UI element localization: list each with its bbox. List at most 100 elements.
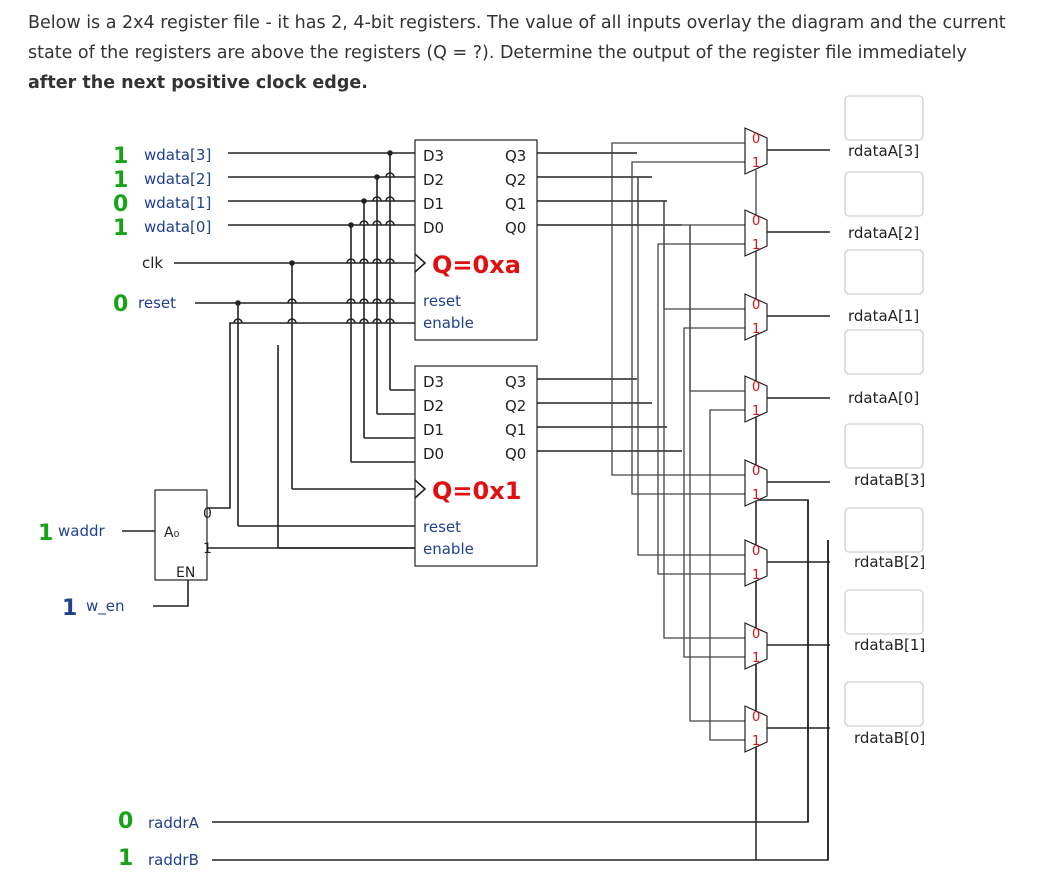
mux-in1-5: 1 xyxy=(752,568,760,583)
mux-in-b-1 xyxy=(657,243,745,403)
question-text: Below is a 2x4 register file - it has 2,… xyxy=(28,8,1018,98)
wdata-value-1: 1 xyxy=(113,168,128,193)
reg1-reset-label: reset xyxy=(423,518,461,536)
mux-in-b-7 xyxy=(709,451,745,741)
mux-in1-0: 1 xyxy=(752,156,760,171)
decoder-enable: EN xyxy=(176,565,195,581)
wire-crossing xyxy=(287,318,297,324)
mux-2 xyxy=(744,293,768,341)
junction-dot xyxy=(374,174,380,180)
wire-crossing xyxy=(385,172,395,178)
wire-crossing xyxy=(372,318,382,324)
mux-in-a-6 xyxy=(663,201,745,639)
mux-4 xyxy=(744,459,768,507)
reg1-d3: D0 xyxy=(423,445,444,463)
mux-7 xyxy=(744,705,768,753)
mux-6 xyxy=(744,622,768,670)
decoder-out0: 0 xyxy=(203,506,212,522)
wdata-label-3: wdata[0] xyxy=(144,218,211,236)
raddrB-wire xyxy=(212,540,829,861)
waddr-label: waddr xyxy=(58,522,106,540)
decoder-out1: 1 xyxy=(203,541,212,557)
mux-in-a-5 xyxy=(637,177,745,556)
mux-3 xyxy=(744,375,768,423)
waddr-value: 1 xyxy=(38,521,53,546)
junction-dot xyxy=(289,260,295,266)
mux-in1-2: 1 xyxy=(752,322,760,337)
wire-crossing xyxy=(372,258,382,264)
w_en-value: 1 xyxy=(62,596,77,621)
mux-in0-6: 0 xyxy=(752,627,760,642)
wdata-value-0: 1 xyxy=(113,144,128,169)
reg1-q3: Q0 xyxy=(505,445,526,463)
mux-in-b-2 xyxy=(683,327,745,427)
answer-box-7 xyxy=(844,681,924,727)
wdata-value-3: 1 xyxy=(113,216,128,241)
wire-crossing xyxy=(359,318,369,324)
junction-dot xyxy=(235,300,241,306)
output-label-1: rdataA[2] xyxy=(848,224,919,242)
mux-in0-4: 0 xyxy=(752,464,760,479)
wdata-label-2: wdata[1] xyxy=(144,194,211,212)
output-label-0: rdataA[3] xyxy=(848,142,919,160)
output-label-5: rdataB[2] xyxy=(854,553,925,571)
wire-crossing xyxy=(346,298,356,304)
mux-in1-4: 1 xyxy=(752,488,760,503)
question-body: Below is a 2x4 register file - it has 2,… xyxy=(28,13,1006,63)
reg0-reset-label: reset xyxy=(423,292,461,310)
wire-crossing xyxy=(372,196,382,202)
reg1-d2: D1 xyxy=(423,421,444,439)
mux-in0-0: 0 xyxy=(752,132,760,147)
decoder-block xyxy=(154,489,208,581)
decoder-input: A₀ xyxy=(164,525,180,541)
w_en-label: w_en xyxy=(86,597,125,616)
wire-crossing xyxy=(359,258,369,264)
mux-in-b-3 xyxy=(709,409,745,451)
answer-box-1 xyxy=(844,171,924,217)
reset-value: 0 xyxy=(113,292,128,317)
wire-crossing xyxy=(233,318,243,324)
mux-in0-3: 0 xyxy=(752,380,760,395)
mux-in-a-2 xyxy=(663,201,745,310)
wire-crossing xyxy=(385,258,395,264)
reg1-q2: Q1 xyxy=(505,421,526,439)
wdata-label-0: wdata[3] xyxy=(144,146,211,164)
output-label-6: rdataB[1] xyxy=(854,636,925,654)
wire-crossing xyxy=(346,258,356,264)
answer-box-0 xyxy=(844,95,924,141)
register-1 xyxy=(414,365,538,567)
mux-in-b-0 xyxy=(631,161,745,379)
wdata-label-1: wdata[2] xyxy=(144,170,211,188)
reg1-d1: D2 xyxy=(423,397,444,415)
mux-in0-1: 0 xyxy=(752,214,760,229)
reg0-d2: D1 xyxy=(423,195,444,213)
mux-in1-6: 1 xyxy=(752,651,760,666)
mux-0 xyxy=(744,127,768,175)
reg0-q0: Q3 xyxy=(505,147,526,165)
mux-in0-2: 0 xyxy=(752,298,760,313)
mux-5 xyxy=(744,539,768,587)
reg0-d1: D2 xyxy=(423,171,444,189)
mux-in-a-4 xyxy=(611,153,745,476)
register-state-0: Q=0xa xyxy=(432,251,521,279)
reg0-d0: D3 xyxy=(423,147,444,165)
reg0-enable-label: enable xyxy=(423,314,474,332)
wire-crossing xyxy=(372,298,382,304)
junction-dot xyxy=(361,198,367,204)
wire-crossing xyxy=(346,318,356,324)
answer-box-2 xyxy=(844,249,924,295)
mux-in-a-7 xyxy=(689,225,745,722)
mux-in-b-4 xyxy=(631,379,745,495)
answer-box-6 xyxy=(844,589,924,635)
reg0-q2: Q1 xyxy=(505,195,526,213)
output-label-4: rdataB[3] xyxy=(854,471,925,489)
mux-in-b-5 xyxy=(657,403,745,575)
output-label-2: rdataA[1] xyxy=(848,307,919,325)
mux-in0-5: 0 xyxy=(752,544,760,559)
wire-crossing xyxy=(287,298,297,304)
wdata-value-2: 0 xyxy=(113,192,128,217)
raddrA-label: raddrA xyxy=(148,814,200,832)
reg0-d3: D0 xyxy=(423,219,444,237)
